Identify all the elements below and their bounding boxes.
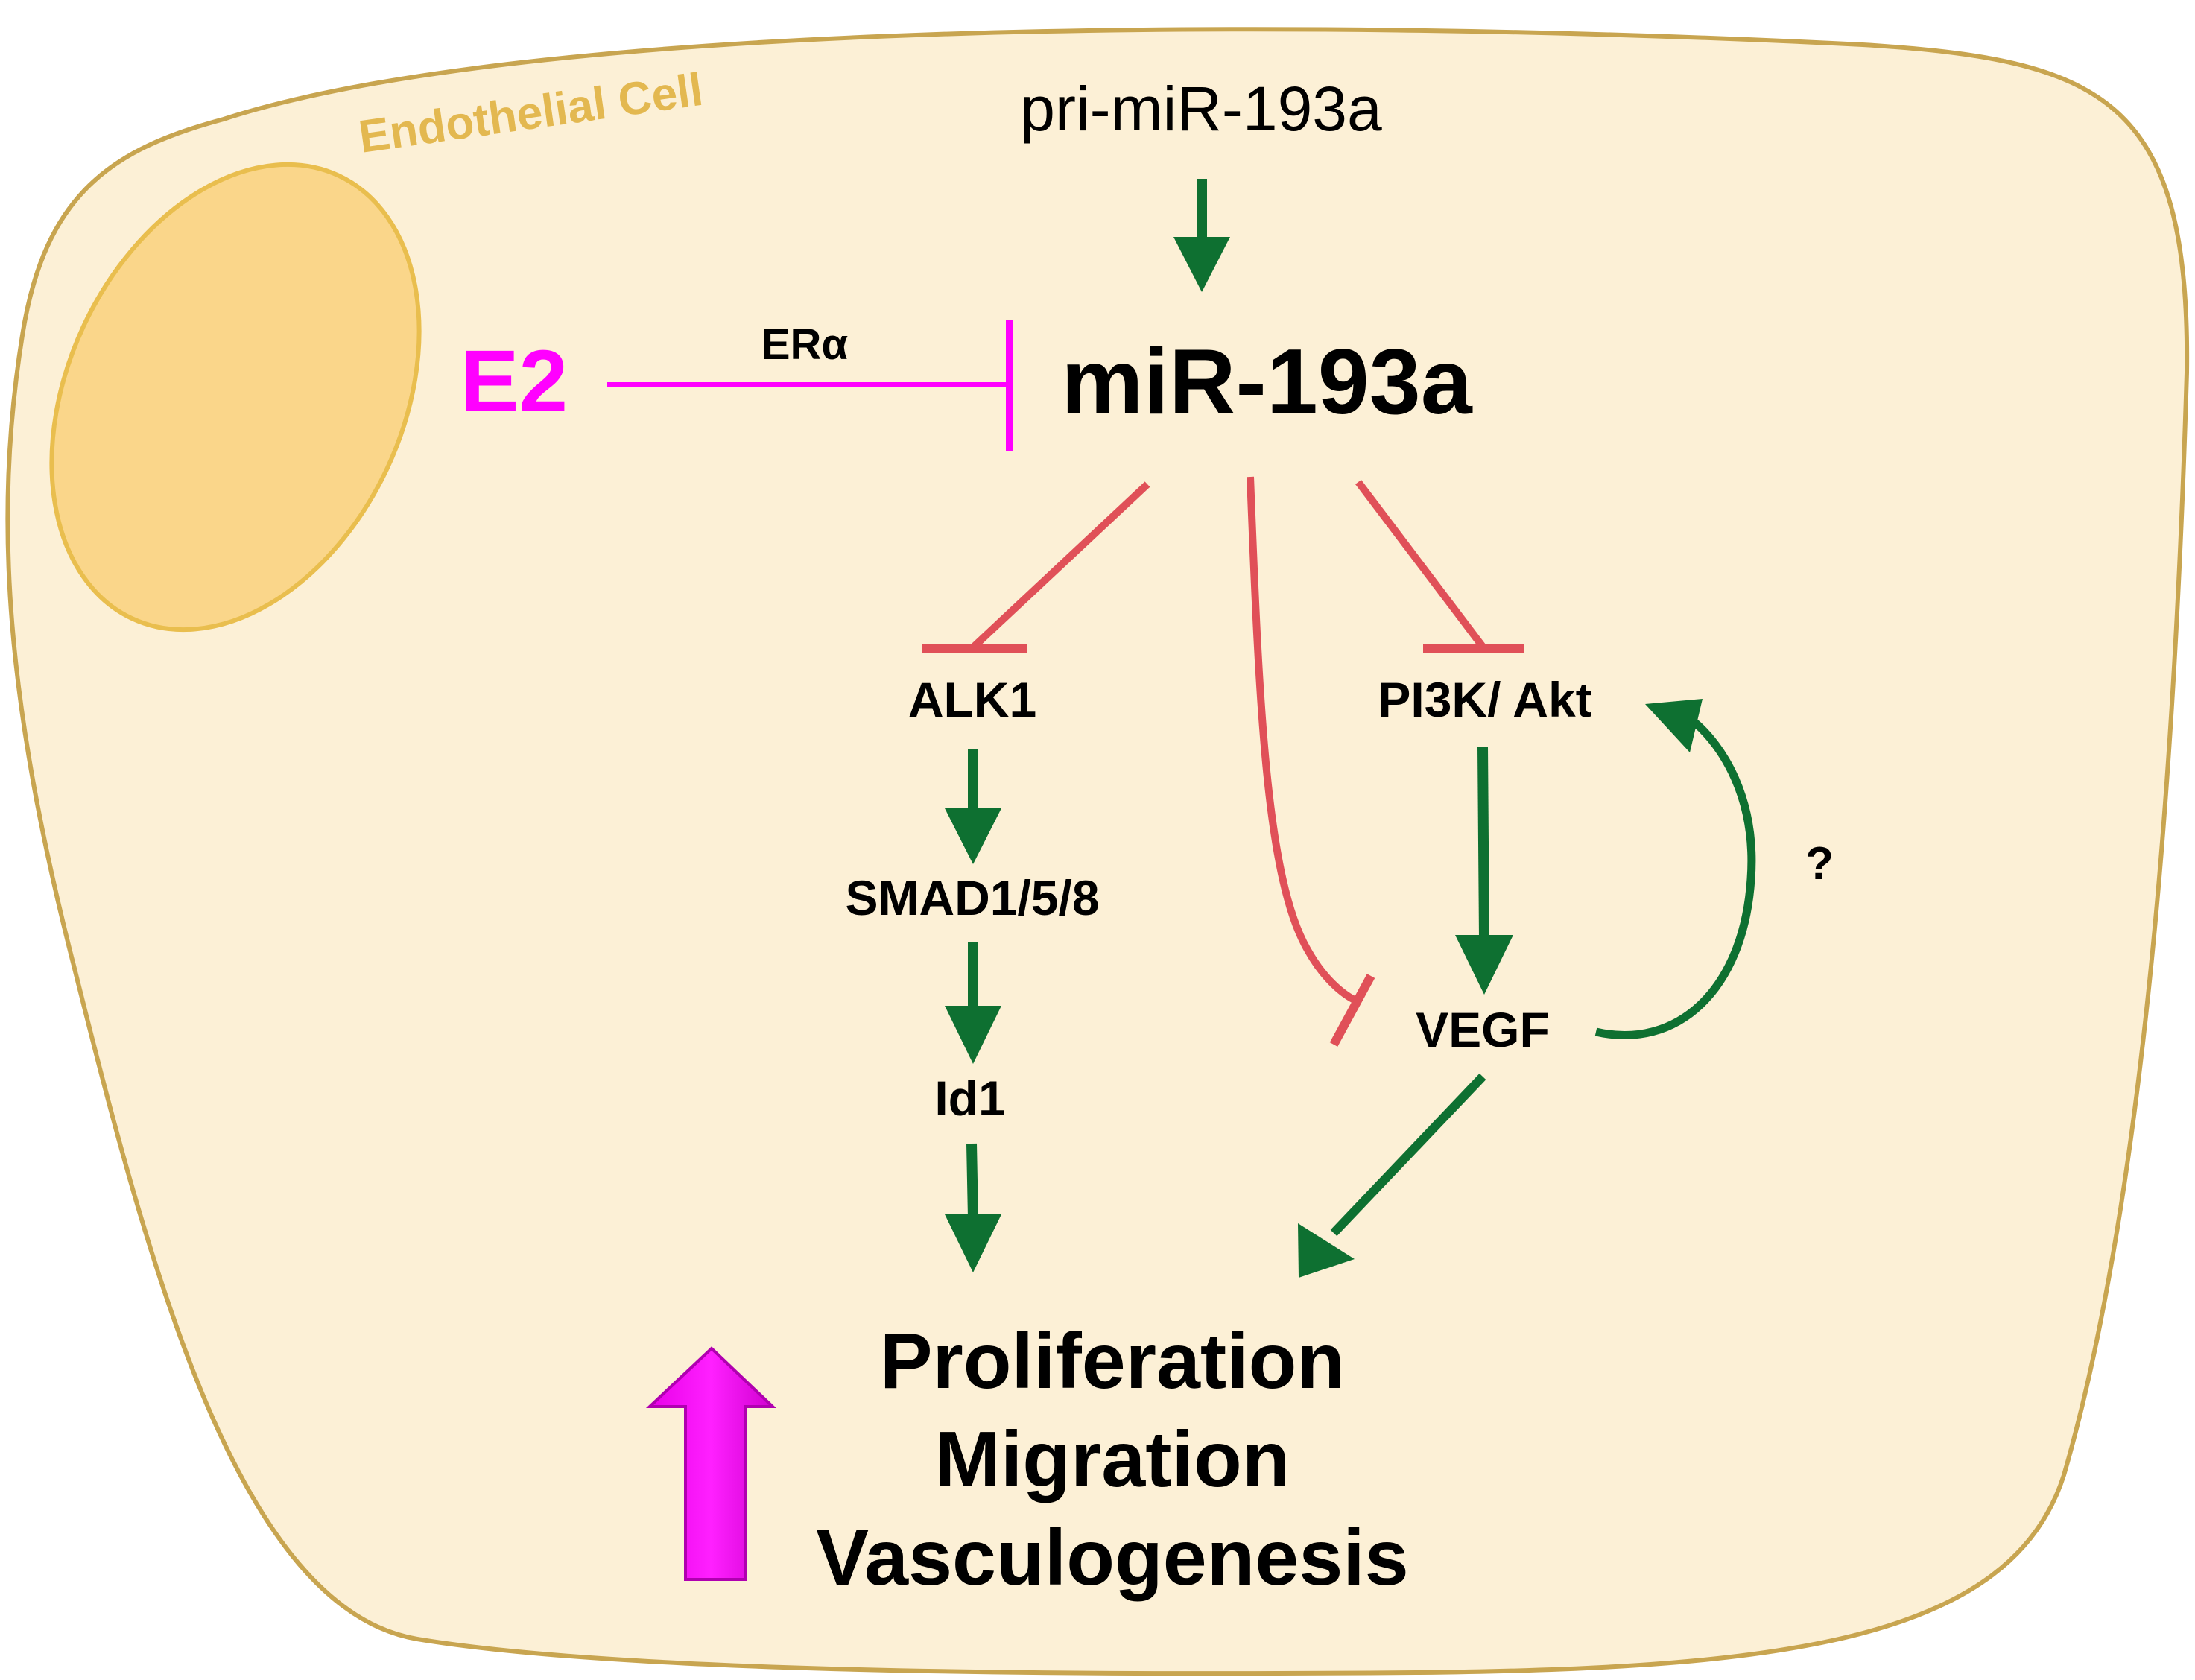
er-alpha-label: ERα — [761, 320, 849, 369]
activation-id1-to-outcomes — [945, 1143, 1001, 1272]
inhibition-mir-to-vegf — [1247, 476, 1375, 1047]
question-mark: ? — [1805, 838, 1834, 890]
outcome-proliferation: Proliferation — [880, 1317, 1345, 1405]
pi3k-akt-label: PI3K/ Akt — [1378, 672, 1591, 727]
pri-mirna-label: pri-miR-193a — [1020, 74, 1382, 144]
activation-pi3k-to-vegf — [1455, 746, 1513, 995]
outcome-migration: Migration — [935, 1416, 1290, 1503]
inhibition-e2-to-mir — [607, 320, 1013, 451]
inhibition-mir-to-pi3k — [1355, 479, 1524, 653]
feedback-vegf-to-pi3k — [1594, 699, 1756, 1039]
activation-arrow-pri-to-mir — [1173, 179, 1230, 292]
inhibition-mir-to-alk1 — [922, 481, 1150, 653]
nucleus — [49, 162, 422, 633]
vegf-label: VEGF — [1416, 1002, 1550, 1057]
activation-vegf-to-outcomes — [1298, 1073, 1486, 1278]
activation-alk1-to-smad — [945, 749, 1001, 864]
upregulation-arrow-icon — [645, 1346, 777, 1581]
id1-label: Id1 — [934, 1071, 1005, 1126]
e2-label: E2 — [460, 332, 568, 431]
cell-membrane — [5, 27, 2190, 1676]
alk1-label: ALK1 — [908, 672, 1036, 727]
mirna-label: miR-193a — [1061, 331, 1472, 434]
outcome-vasculogenesis: Vasculogenesis — [816, 1514, 1408, 1602]
smad-label: SMAD1/5/8 — [845, 870, 1099, 925]
activation-smad-to-id1 — [945, 942, 1001, 1064]
